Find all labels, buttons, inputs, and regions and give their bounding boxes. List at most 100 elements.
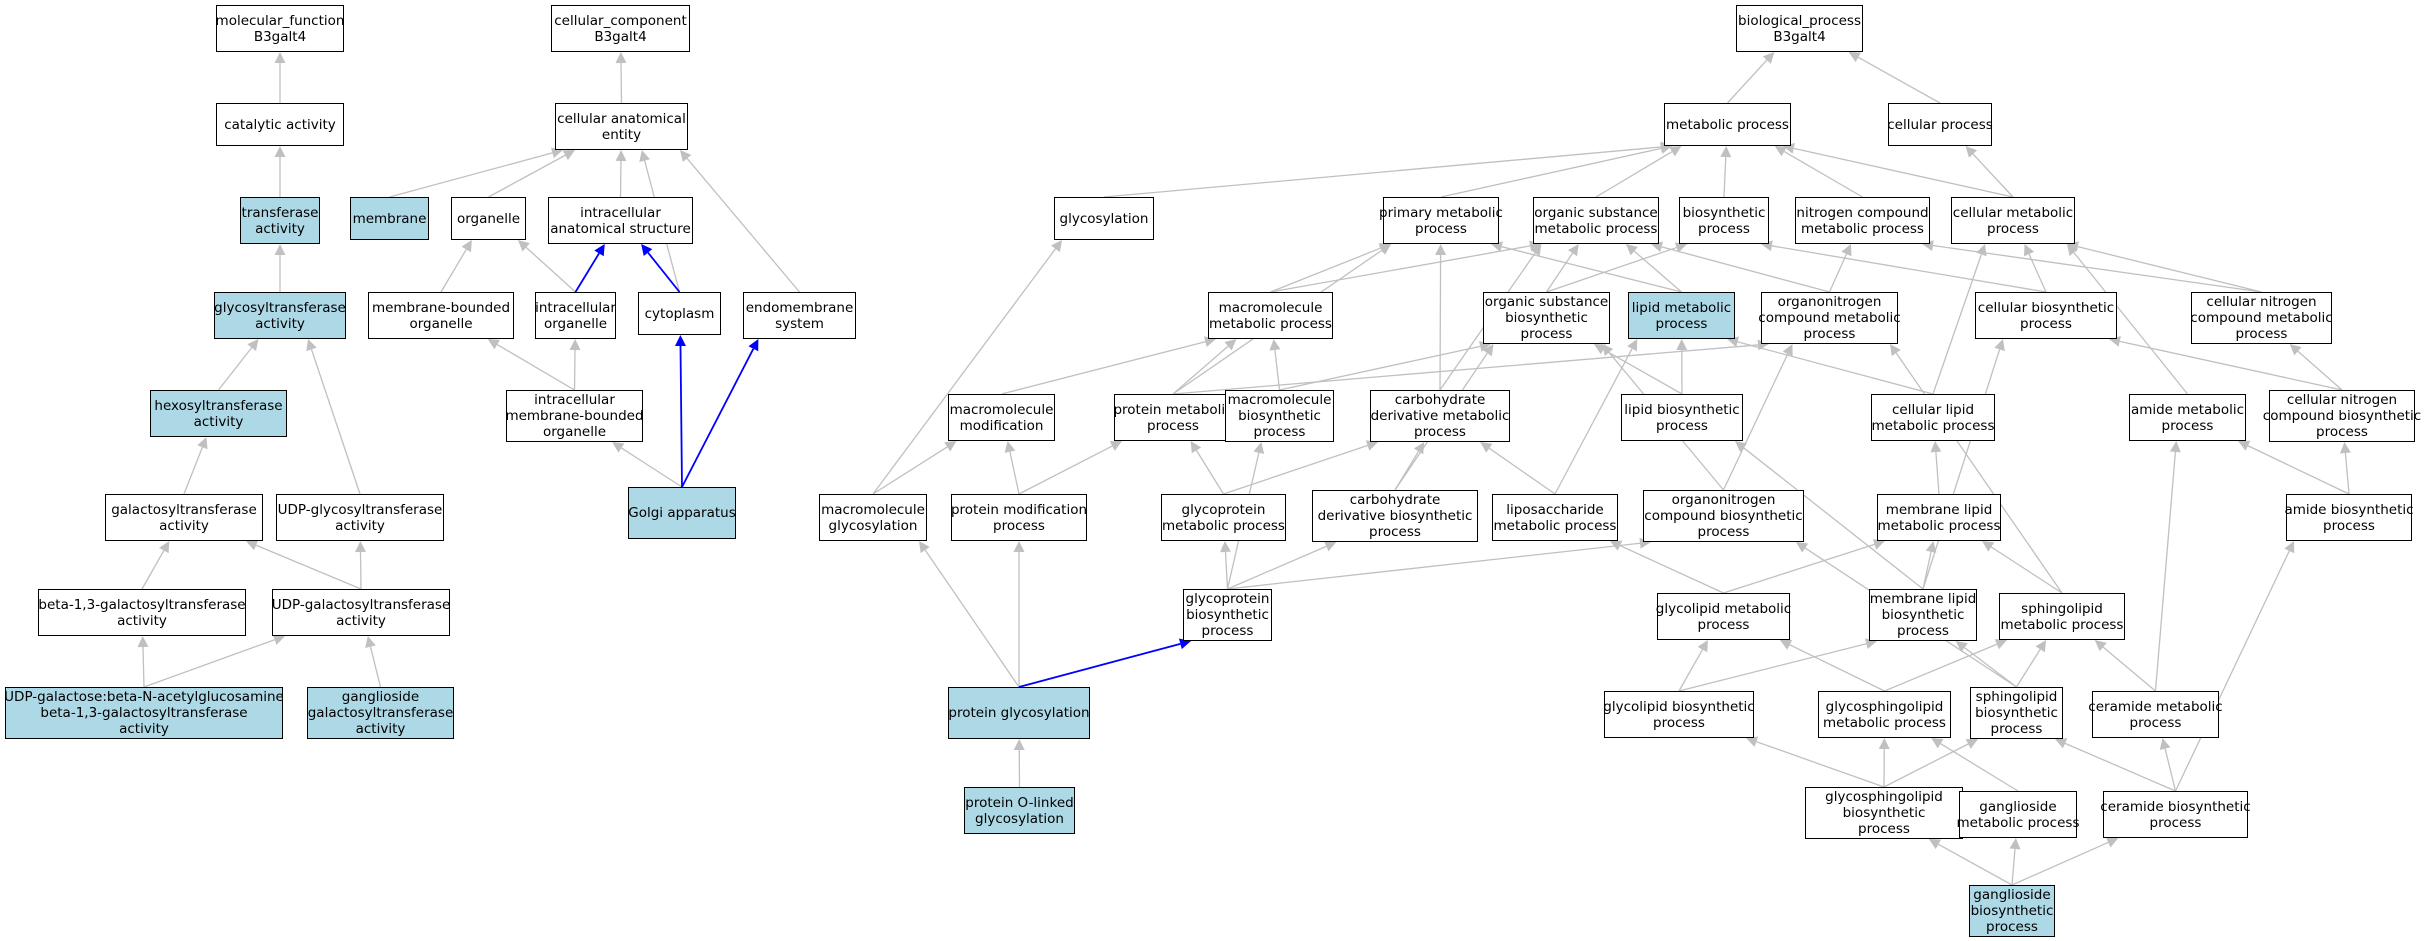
term-label-line: organelle <box>409 315 473 332</box>
edge-biosynthetic-process-to-metabolic-process <box>1720 146 1732 198</box>
edge-arrowhead <box>2009 838 2021 850</box>
term-label-line: macromolecule <box>821 501 925 518</box>
term-label-line: cellular anatomical <box>557 110 686 127</box>
term-node-cytoplasm[interactable]: cytoplasm <box>638 292 721 335</box>
term-label-line: cellular nitrogen <box>2286 392 2398 408</box>
edge-line <box>1172 344 1759 395</box>
edge-arrowhead <box>594 244 605 257</box>
edge-arrowhead <box>569 339 581 351</box>
edge-arrowhead <box>615 150 627 162</box>
term-node-catalytic[interactable]: catalytic activity <box>216 103 344 146</box>
term-node-protein-glycosylation[interactable]: protein glycosylation <box>948 687 1090 739</box>
edge-line <box>1990 546 2063 594</box>
edge-carbohydrate-derivative-metabolic-process-to-primary-metabolic-process <box>1435 244 1447 391</box>
term-node-organelle[interactable]: organelle <box>451 197 526 240</box>
edge-arrowhead <box>1324 541 1337 552</box>
edge-glycosyltransferase-to-transferase <box>274 244 286 292</box>
edge-arrowhead <box>2094 640 2107 652</box>
term-node-golgi-apparatus[interactable]: Golgi apparatus <box>628 487 736 539</box>
edge-line <box>1964 647 2017 688</box>
edge-arrowhead <box>1720 146 1732 158</box>
term-node-cellular-process[interactable]: cellular process <box>1887 103 1993 146</box>
term-label-line: process <box>1656 417 1708 434</box>
term-node-metabolic-process[interactable]: metabolic process <box>1664 103 1791 146</box>
edge-arrowhead <box>197 437 208 450</box>
edge-line <box>496 344 575 391</box>
term-label-line: catalytic activity <box>224 116 336 133</box>
term-node-membrane[interactable]: membrane <box>350 197 429 240</box>
term-node-glycosylation[interactable]: glycosylation <box>1054 197 1154 240</box>
edge-ganglioside-biosynthetic-process-to-ceramide-biosynthetic-process <box>2011 837 2119 886</box>
edge-organonitrogen-compound-metabolic-process-to-nitrogen-compound-metabolic-process <box>1828 244 1852 293</box>
term-label-line: glycosphingolipid <box>1825 698 1944 715</box>
edge-line <box>369 646 382 688</box>
edge-line <box>1633 250 1682 293</box>
term-label-line: membrane-bounded <box>371 299 511 316</box>
term-label-line: compound biosynthetic <box>1644 508 1803 524</box>
edge-arrowhead <box>2055 738 2068 749</box>
edge-arrowhead <box>612 442 625 453</box>
edge-line <box>1595 151 1673 198</box>
edge-arrowhead <box>461 240 472 253</box>
term-label-line: biosynthetic <box>1842 805 1926 821</box>
